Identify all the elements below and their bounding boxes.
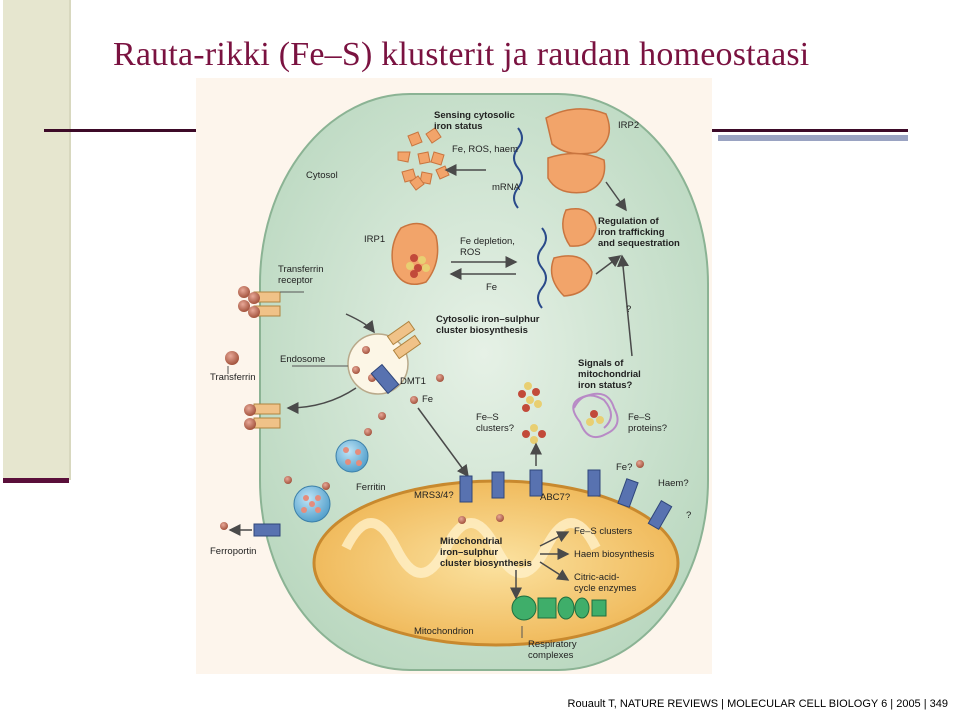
- left-decor-bar-foot: [3, 478, 69, 483]
- label-fes-clusters-q: Fe–S: [476, 412, 499, 423]
- label-abc7: ABC7?: [540, 492, 570, 503]
- label-transferrin-receptor: Transferrin: [278, 264, 324, 275]
- label-mito-fes: Mitochondrial: [440, 536, 502, 547]
- label-regulation: Regulation of: [598, 216, 660, 227]
- respiratory-complexes-icon: [511, 595, 607, 621]
- ferritin-icon: [335, 439, 369, 473]
- fe-to-mito-arrow: [417, 407, 469, 478]
- title-rule-left: [44, 129, 196, 132]
- label-mito-fes: cluster biosynthesis: [440, 558, 532, 569]
- mito-transporters: [459, 469, 673, 530]
- label-fe: Fe: [486, 282, 497, 293]
- mitochondrion-cristae: [341, 518, 601, 578]
- irp2-protein-icon: [513, 108, 611, 209]
- label-irp2: IRP2: [618, 120, 639, 131]
- label-fe-depletion: ROS: [460, 247, 481, 258]
- label-fes-clusters-q: clusters?: [476, 423, 514, 434]
- iron-dot: [496, 514, 504, 522]
- fes-cluster-small-icon: [522, 424, 546, 444]
- label-ferroportin: Ferroportin: [210, 546, 256, 557]
- label-regulation: and sequestration: [598, 238, 680, 249]
- label-question2: ?: [686, 510, 691, 521]
- ferritin-large-icon: [293, 485, 331, 523]
- label-fes-proteins-q: proteins?: [628, 423, 667, 434]
- label-ferritin: Ferritin: [356, 482, 386, 493]
- label-citric: Citric-acid-: [574, 572, 619, 583]
- label-signals: Signals of: [578, 358, 624, 369]
- label-fes-clusters: Fe–S clusters: [574, 526, 632, 537]
- label-irp1: IRP1: [364, 234, 385, 245]
- label-fe-ros-haem: Fe, ROS, haem: [452, 144, 518, 155]
- label-respiratory: Respiratory: [528, 639, 577, 650]
- apo-irp1-mrna-icon: [537, 208, 597, 309]
- iron-dot: [410, 396, 418, 404]
- label-haem-q: Haem?: [658, 478, 689, 489]
- label-cytosol: Cytosol: [306, 170, 338, 181]
- label-haem-bio: Haem biosynthesis: [574, 549, 655, 560]
- label-endosome: Endosome: [280, 354, 325, 365]
- label-mrs34: MRS3/4?: [414, 490, 454, 501]
- fes-protein-icon: [572, 392, 619, 438]
- iron-dot: [322, 482, 330, 490]
- dmt1-transporter-icon: [370, 363, 400, 395]
- iron-homeostasis-figure: Sensing cytosolic iron status IRP2 Fe, R…: [196, 78, 712, 674]
- label-fe-q: Fe?: [616, 462, 632, 473]
- label-mrna: mRNA: [492, 182, 521, 193]
- title-rule-right: [712, 129, 908, 132]
- transferrin-receptor-top-icon: [238, 286, 281, 318]
- label-dmt1: DMT1: [400, 376, 426, 387]
- label-respiratory: complexes: [528, 650, 574, 661]
- degraded-protein-fragments: [397, 127, 450, 191]
- iron-dot: [458, 516, 466, 524]
- ferroportin-icon: [253, 523, 281, 537]
- title-rule-right-accent: [718, 135, 908, 141]
- label-signals: iron status?: [578, 380, 633, 391]
- label-sensing: iron status: [434, 121, 483, 132]
- iron-dot: [284, 476, 292, 484]
- label-cytosolic-fes: Cytosolic iron–sulphur: [436, 314, 540, 325]
- slide-title: Rauta-rikki (Fe–S) klusterit ja raudan h…: [113, 36, 810, 73]
- iron-dot: [636, 460, 644, 468]
- label-question: ?: [626, 304, 631, 315]
- recycling-arrow: [286, 387, 357, 414]
- iron-dot: [436, 374, 444, 382]
- transferrin-receptor-bottom-icon: [244, 403, 281, 430]
- iron-homeostasis-diagram: Sensing cytosolic iron status IRP2 Fe, R…: [210, 93, 709, 671]
- iron-dot: [364, 428, 372, 436]
- iron-dot: [378, 412, 386, 420]
- label-fe2: Fe: [422, 394, 433, 405]
- label-cytosolic-fes: cluster biosynthesis: [436, 325, 528, 336]
- label-transferrin-receptor: receptor: [278, 275, 313, 286]
- svg-text:iron status: iron status: [434, 121, 483, 132]
- label-fe-depletion: Fe depletion,: [460, 236, 515, 247]
- endocytosis-arrow: [345, 313, 375, 334]
- irp2-regulation-arrow: [605, 181, 627, 212]
- irp1-regulation-arrow: [595, 255, 622, 275]
- label-signals: mitochondrial: [578, 369, 641, 380]
- iron-dot: [220, 522, 228, 530]
- label-transferrin: Transferrin: [210, 372, 256, 383]
- label-regulation: iron trafficking: [598, 227, 665, 238]
- label-mitochondrion: Mitochondrion: [414, 626, 474, 637]
- citation: Rouault T, NATURE REVIEWS | MOLECULAR CE…: [567, 698, 948, 710]
- label-fes-proteins-q: Fe–S: [628, 412, 651, 423]
- label-mito-fes: iron–sulphur: [440, 547, 498, 558]
- svg-text:Sensing cytosolic: Sensing cytosolic: [434, 110, 515, 121]
- irp1-protein-icon: [391, 222, 439, 285]
- label-citric: cycle enzymes: [574, 583, 637, 594]
- fes-cluster-icon: [518, 382, 542, 412]
- mito-citric-arrow: [539, 561, 570, 581]
- mito-fes-arrow: [539, 531, 570, 547]
- signals-up-arrow: [617, 254, 633, 357]
- leader-lines: [227, 291, 523, 638]
- label-sensing: Sensing cytosolic: [434, 110, 515, 121]
- transferrin-ball-icon: [225, 351, 239, 365]
- left-decor-bar: [3, 0, 71, 480]
